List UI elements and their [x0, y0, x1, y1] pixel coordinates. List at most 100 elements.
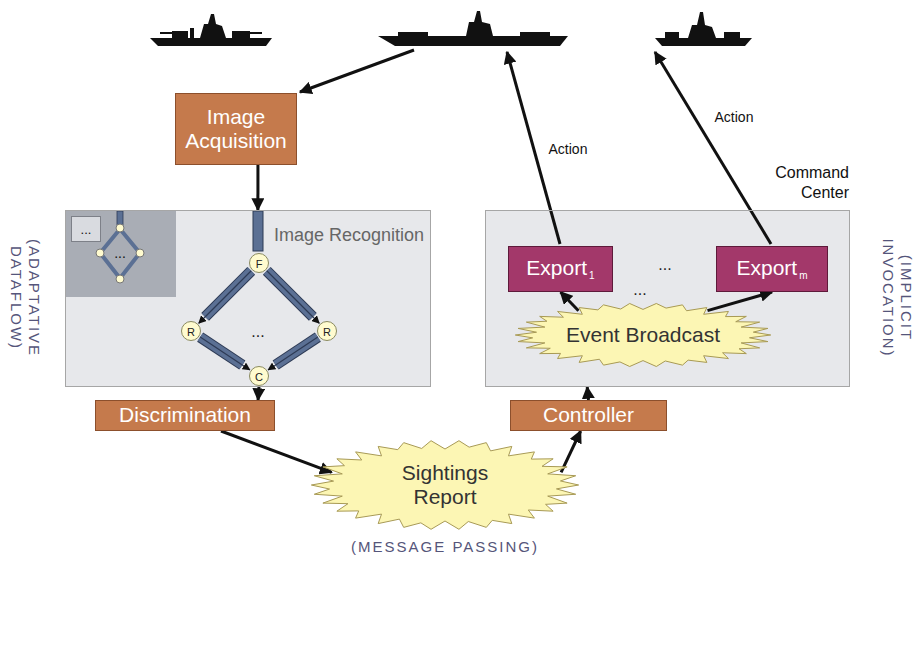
node-text: R	[323, 326, 331, 338]
subscript: 1	[589, 270, 595, 281]
label-holder: ...	[108, 244, 132, 262]
input-pipe	[253, 211, 263, 251]
export-box: Exportm	[716, 246, 828, 292]
pipe-connector	[268, 337, 318, 370]
text-wrap: Exportm	[736, 256, 807, 282]
flow-arrow	[221, 431, 332, 472]
ellipsis: ...	[633, 280, 646, 299]
ship-turret	[172, 31, 188, 38]
style-label: (ADAPTATIVE DATAFLOW)	[7, 208, 43, 388]
text-wrap: Export1	[526, 256, 594, 282]
node-text: F	[256, 258, 263, 270]
mini-dataflow	[96, 211, 144, 283]
pipe-connector	[199, 271, 251, 323]
flow-arrow	[561, 292, 579, 311]
style-label: (IMPLICIT INVOCATION)	[879, 208, 915, 388]
filter-node: R	[317, 321, 337, 341]
mini-node	[96, 249, 104, 257]
starburst-outline	[515, 303, 770, 366]
ship-island	[466, 11, 493, 36]
label-holder: (MESSAGE PASSING)	[330, 538, 560, 556]
component-panel: Command CenterExport1ExportmEvent Broadc…	[485, 210, 850, 387]
node-text: Event Broadcast	[566, 323, 720, 346]
label-holder: Action	[540, 140, 596, 158]
panel-fill	[65, 210, 431, 387]
label-holder: Action	[706, 108, 762, 126]
ship-turret	[232, 31, 250, 38]
text-wrap: Image Acquisition	[183, 105, 289, 153]
ship-mast	[190, 28, 194, 38]
ship-tower	[688, 12, 716, 38]
mini-node	[116, 275, 124, 283]
flow-arrow	[708, 292, 773, 311]
flow-arrow	[257, 386, 261, 400]
label-holder: ...	[627, 280, 653, 299]
label-holder: ...	[652, 255, 678, 274]
panel-heading: Image Recognition	[274, 224, 424, 247]
ship-turret	[724, 32, 740, 38]
filter-node: R	[181, 321, 201, 341]
panel-fill	[485, 210, 850, 387]
ship-right	[655, 12, 752, 46]
ship-hull	[150, 38, 272, 46]
panel-heading: Command Center	[753, 163, 849, 203]
subscript: m	[799, 270, 807, 281]
ship-hull	[378, 36, 568, 46]
mini-pipes	[101, 229, 139, 277]
action-label: Action	[547, 141, 590, 158]
ship-deck	[520, 32, 550, 36]
action-label: Action	[713, 109, 756, 126]
ellipsis: ...	[251, 322, 264, 341]
text-wrap: Sightings Report	[402, 461, 488, 509]
filter-node: F	[249, 253, 269, 273]
panel-fill	[66, 211, 176, 297]
sensor-arrow	[300, 50, 414, 92]
label-holder: ...	[246, 322, 270, 341]
ellipsis: ...	[658, 255, 671, 274]
starburst-outline	[311, 441, 578, 530]
label-holder: (ADAPTATIVE DATAFLOW)	[7, 208, 43, 388]
export-box: Export1	[508, 246, 613, 292]
mini-node	[136, 249, 144, 257]
flow-arrow	[256, 165, 259, 210]
node-text: C	[255, 371, 263, 383]
style-label: (MESSAGE PASSING)	[351, 538, 539, 556]
node-text: Sightings Report	[402, 461, 488, 508]
ship-hull	[655, 38, 752, 46]
node-text: Image Acquisition	[185, 105, 287, 152]
flow-arrow	[587, 387, 588, 400]
text-wrap: Controller	[543, 403, 634, 427]
text-wrap: Discrimination	[119, 403, 251, 427]
filter-node: C	[249, 366, 269, 386]
text-wrap: F	[256, 254, 263, 272]
ship-turret	[665, 32, 679, 38]
node-text: Export	[736, 256, 797, 279]
pipe-connector	[267, 271, 319, 323]
message-burst: Sightings Report	[310, 440, 580, 530]
ellipsis: ...	[114, 245, 126, 262]
mini-pipe	[117, 211, 123, 225]
mini-node	[116, 224, 124, 232]
panel-fills	[65, 210, 850, 387]
ship-deck	[398, 32, 428, 36]
text-wrap: Event Broadcast	[566, 323, 720, 347]
action-arrow	[655, 52, 771, 244]
ellipsis: ...	[81, 223, 92, 236]
process-box: Image Acquisition	[175, 93, 297, 165]
process-box: Discrimination	[95, 400, 275, 431]
event-burst: Event Broadcast	[514, 303, 772, 367]
pipes	[200, 271, 318, 365]
ship-carrier	[378, 11, 568, 46]
component-panel: Image Recognition... F R R C	[65, 210, 431, 387]
text-wrap: C	[255, 367, 263, 385]
node-text: R	[187, 326, 195, 338]
process-box: Controller	[510, 400, 667, 431]
node-text: Controller	[543, 403, 634, 426]
ship-guns	[160, 32, 262, 34]
text-wrap: R	[323, 322, 331, 340]
node-text: Discrimination	[119, 403, 251, 426]
pipe-connector	[200, 337, 250, 370]
node-text: Export	[526, 256, 587, 279]
ship-left	[150, 14, 272, 46]
text-wrap: R	[187, 322, 195, 340]
